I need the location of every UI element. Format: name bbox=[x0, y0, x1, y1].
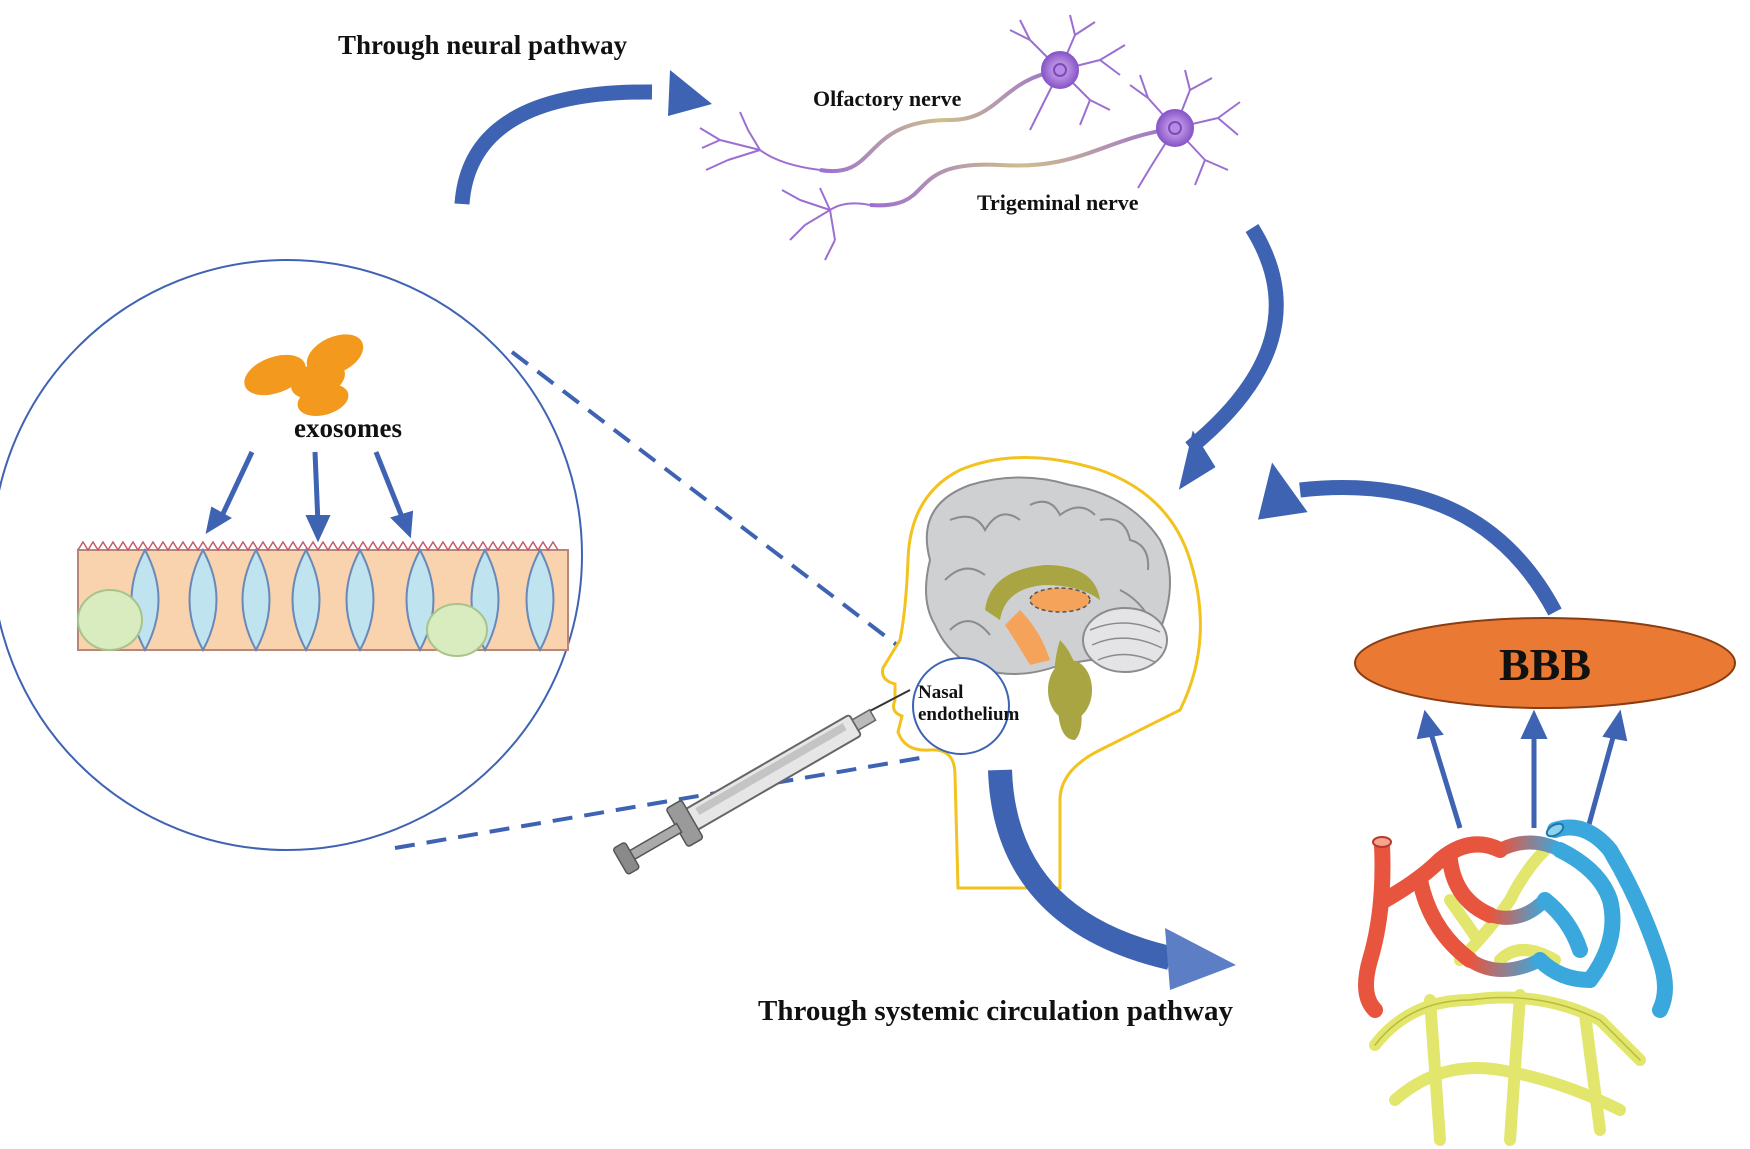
vessel-to-bbb-arrows bbox=[1416, 709, 1628, 829]
epithelium-strip bbox=[77, 540, 569, 657]
vessel-network bbox=[1358, 819, 1673, 1146]
zoom-connector-lines bbox=[394, 350, 921, 850]
bbb-ellipse bbox=[1354, 617, 1736, 709]
neural-pathway-arrow bbox=[454, 70, 712, 205]
syringe bbox=[613, 689, 911, 875]
exosome-cluster bbox=[244, 334, 364, 416]
olfactory-neuron bbox=[699, 14, 1126, 174]
brain bbox=[925, 476, 1171, 740]
neural-to-brain-arrow bbox=[1178, 224, 1284, 490]
nasal-label-line1: Nasal bbox=[918, 682, 963, 703]
systemic-pathway-label: Through systemic circulation pathway bbox=[758, 995, 1234, 1027]
neural-pathway-label: Through neural pathway bbox=[338, 30, 628, 60]
olfactory-nerve-label: Olfactory nerve bbox=[813, 86, 962, 111]
nasal-endothelium-circle bbox=[912, 657, 1010, 755]
bbb-label: BBB bbox=[1499, 639, 1591, 690]
trigeminal-nerve-label: Trigeminal nerve bbox=[977, 190, 1139, 215]
trigeminal-neuron bbox=[781, 69, 1241, 261]
exosomes-label: exosomes bbox=[294, 413, 402, 443]
nasal-label-line2: endothelium bbox=[918, 704, 1020, 725]
bbb-to-brain-arrow bbox=[1258, 462, 1562, 616]
systemic-pathway-arrow bbox=[988, 769, 1236, 990]
exosome-arrows bbox=[205, 450, 414, 543]
